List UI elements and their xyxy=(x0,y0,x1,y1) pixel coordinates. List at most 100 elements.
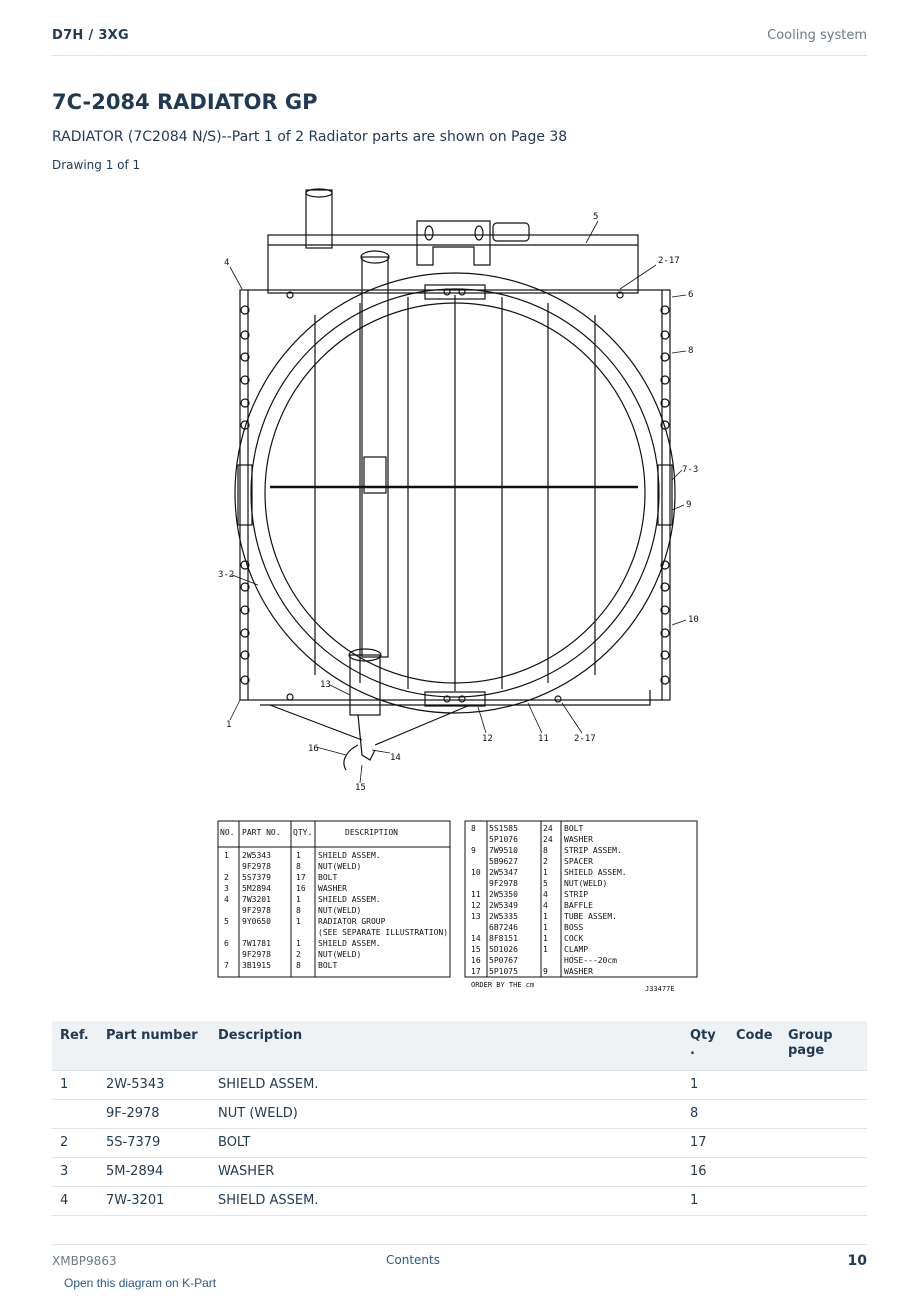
legend-cell: 9Y0650 xyxy=(242,917,271,926)
legend-cell: 2W5350 xyxy=(489,890,518,899)
callout-label: 5 xyxy=(593,212,598,222)
legend-cell: WASHER xyxy=(564,835,593,844)
legend-cell: NUT(WELD) xyxy=(564,879,607,888)
cell-group-page xyxy=(780,1128,867,1158)
legend-cell: TUBE ASSEM. xyxy=(564,912,617,921)
callout-labels: 5 2-17 4 6 8 7-3 9 3-2 10 13 1 12 11 2-1… xyxy=(218,212,699,793)
legend-cell: 13 xyxy=(471,912,481,921)
legend-header: PART NO. xyxy=(242,828,281,837)
legend-cell: 7 xyxy=(224,961,229,970)
legend-cell: 15 xyxy=(471,945,481,954)
legend-cell: BAFFLE xyxy=(564,901,593,910)
table-row: 9F-2978 NUT (WELD) 8 xyxy=(52,1099,867,1129)
col-ref: Ref. xyxy=(52,1021,98,1070)
legend-note: ORDER BY THE cm xyxy=(471,981,534,989)
legend-cell: (SEE SEPARATE ILLUSTRATION) xyxy=(318,928,448,937)
cell-group-page xyxy=(780,1069,867,1100)
cell-qty: 1 xyxy=(682,1069,728,1100)
cell-code xyxy=(728,1186,780,1216)
legend-cell: STRIP ASSEM. xyxy=(564,846,622,855)
cell-qty: 1 xyxy=(682,1186,728,1216)
legend-cell: 5P0767 xyxy=(489,956,518,965)
cell-ref: 4 xyxy=(52,1186,98,1216)
legend-cell: SHIELD ASSEM. xyxy=(318,939,381,948)
contents-link[interactable]: Contents xyxy=(386,1253,440,1267)
cell-part-number: 5M-2894 xyxy=(98,1157,210,1187)
cell-description: SHIELD ASSEM. xyxy=(210,1069,682,1100)
legend-cell: 1 xyxy=(296,895,301,904)
legend-cell: COCK xyxy=(564,934,583,943)
cell-description: SHIELD ASSEM. xyxy=(210,1186,682,1216)
legend-cell: 2W5335 xyxy=(489,912,518,921)
callout-label: 8 xyxy=(688,346,693,356)
table-row: 3 5M-2894 WASHER 16 xyxy=(52,1157,867,1187)
legend-cell: SHIELD ASSEM. xyxy=(318,895,381,904)
page-footer: XMBP9863 Contents 10 xyxy=(52,1244,867,1274)
legend-cell: 2W5349 xyxy=(489,901,518,910)
legend-cell: 14 xyxy=(471,934,481,943)
legend-cell: WASHER xyxy=(564,967,593,976)
legend-cell: 2W5347 xyxy=(489,868,518,877)
callout-label: 11 xyxy=(538,734,549,744)
cell-part-number: 7W-3201 xyxy=(98,1186,210,1216)
legend-cell: 4 xyxy=(224,895,229,904)
callout-label: 13 xyxy=(320,680,331,690)
legend-cell: BOLT xyxy=(318,873,337,882)
legend-cell: 2 xyxy=(543,857,548,866)
legend-cell: 1 xyxy=(224,851,229,860)
cell-description: WASHER xyxy=(210,1157,682,1187)
legend-cell: 8 xyxy=(296,862,301,871)
legend-cell: SHIELD ASSEM. xyxy=(318,851,381,860)
legend-cell: 8 xyxy=(296,961,301,970)
cell-group-page xyxy=(780,1186,867,1216)
legend-cell: 2 xyxy=(224,873,229,882)
legend-cell: 17 xyxy=(471,967,481,976)
callout-label: 2-17 xyxy=(574,734,596,744)
legend-cell: 8F8151 xyxy=(489,934,518,943)
page-title: 7C-2084 RADIATOR GP xyxy=(52,90,318,114)
table-row: 4 7W-3201 SHIELD ASSEM. 1 xyxy=(52,1186,867,1216)
cell-ref: 2 xyxy=(52,1128,98,1158)
legend-cell: 3 xyxy=(224,884,229,893)
legend-cell: 1 xyxy=(296,939,301,948)
cell-description: BOLT xyxy=(210,1128,682,1158)
radiator-drawing-lines xyxy=(234,188,676,771)
cell-code xyxy=(728,1099,780,1129)
callout-label: 15 xyxy=(355,783,366,793)
legend-cell: 5M2894 xyxy=(242,884,271,893)
legend-cell: 2 xyxy=(296,950,301,959)
legend-cell: 1 xyxy=(543,934,548,943)
legend-header: QTY. xyxy=(293,828,312,837)
legend-cell: 9F2978 xyxy=(489,879,518,888)
callout-label: 6 xyxy=(688,290,693,300)
radiator-diagram: 5 2-17 4 6 8 7-3 9 3-2 10 13 1 12 11 2-1… xyxy=(218,188,699,793)
legend-header: DESCRIPTION xyxy=(345,828,398,837)
callout-label: 12 xyxy=(482,734,493,744)
cell-qty: 8 xyxy=(682,1099,728,1129)
legend-cell: 6B7246 xyxy=(489,923,518,932)
legend-cell: 11 xyxy=(471,890,481,899)
legend-cell: 5S7379 xyxy=(242,873,271,882)
legend-cell: 4 xyxy=(543,890,548,899)
legend-cell: STRIP xyxy=(564,890,588,899)
leader-lines xyxy=(229,220,687,784)
cell-code xyxy=(728,1069,780,1100)
legend-cell: SHIELD ASSEM. xyxy=(564,868,627,877)
open-k-part-link[interactable]: Open this diagram on K-Part xyxy=(64,1276,217,1290)
callout-label: 7-3 xyxy=(682,465,698,475)
legend-cell: SPACER xyxy=(564,857,593,866)
legend-cell: 5D1026 xyxy=(489,945,518,954)
table-row: 1 2W-5343 SHIELD ASSEM. 1 xyxy=(52,1069,867,1100)
legend-cell: HOSE---20cm xyxy=(564,956,617,965)
legend-cell: 5 xyxy=(543,879,548,888)
legend-cell: NUT(WELD) xyxy=(318,906,361,915)
cell-part-number: 5S-7379 xyxy=(98,1128,210,1158)
legend-cell: 17 xyxy=(296,873,306,882)
legend-cell: 8 xyxy=(543,846,548,855)
legend-cell: CLAMP xyxy=(564,945,588,954)
model-label: D7H / 3XG xyxy=(52,28,129,43)
callout-label: 14 xyxy=(390,753,401,763)
legend-cell: 24 xyxy=(543,835,553,844)
col-group-page: Group page xyxy=(780,1021,867,1070)
